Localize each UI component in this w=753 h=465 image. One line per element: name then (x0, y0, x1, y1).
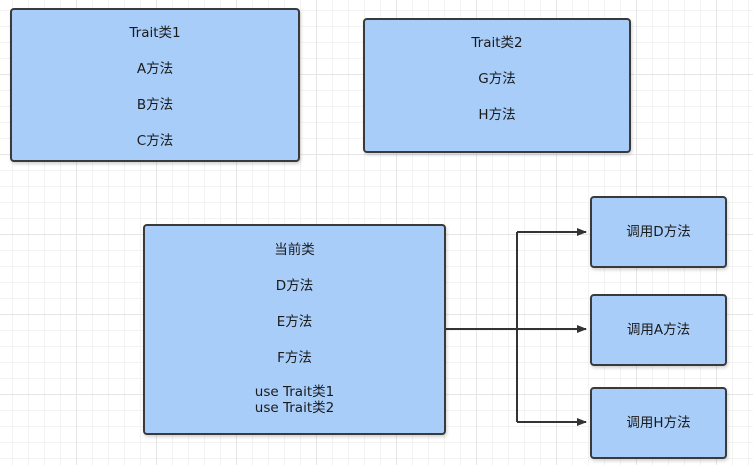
trait1-box[interactable]: Trait类1 A方法 B方法 C方法 (10, 8, 300, 162)
current-class-box[interactable]: 当前类 D方法 E方法 F方法 use Trait类1 use Trait类2 (143, 224, 446, 435)
trait2-method-g: G方法 (478, 71, 516, 87)
trait1-method-c: C方法 (136, 133, 174, 149)
current-method-d: D方法 (275, 278, 314, 294)
trait1-title: Trait类1 (129, 25, 181, 41)
current-method-e: E方法 (276, 314, 313, 330)
current-method-f: F方法 (277, 350, 312, 366)
call-a-box[interactable]: 调用A方法 (590, 294, 727, 366)
call-d-label: 调用D方法 (626, 224, 691, 240)
trait2-title: Trait类2 (471, 35, 523, 51)
trait2-box[interactable]: Trait类2 G方法 H方法 (363, 18, 631, 153)
current-class-title: 当前类 (274, 242, 315, 258)
call-a-label: 调用A方法 (626, 322, 691, 338)
call-h-label: 调用H方法 (626, 415, 691, 431)
call-h-box[interactable]: 调用H方法 (590, 387, 727, 459)
trait1-method-a: A方法 (136, 61, 174, 77)
call-d-box[interactable]: 调用D方法 (590, 196, 727, 268)
trait2-method-h: H方法 (478, 107, 516, 123)
use-trait2: use Trait类2 (254, 400, 335, 416)
use-trait1: use Trait类1 (254, 384, 335, 400)
trait1-method-b: B方法 (136, 97, 174, 113)
